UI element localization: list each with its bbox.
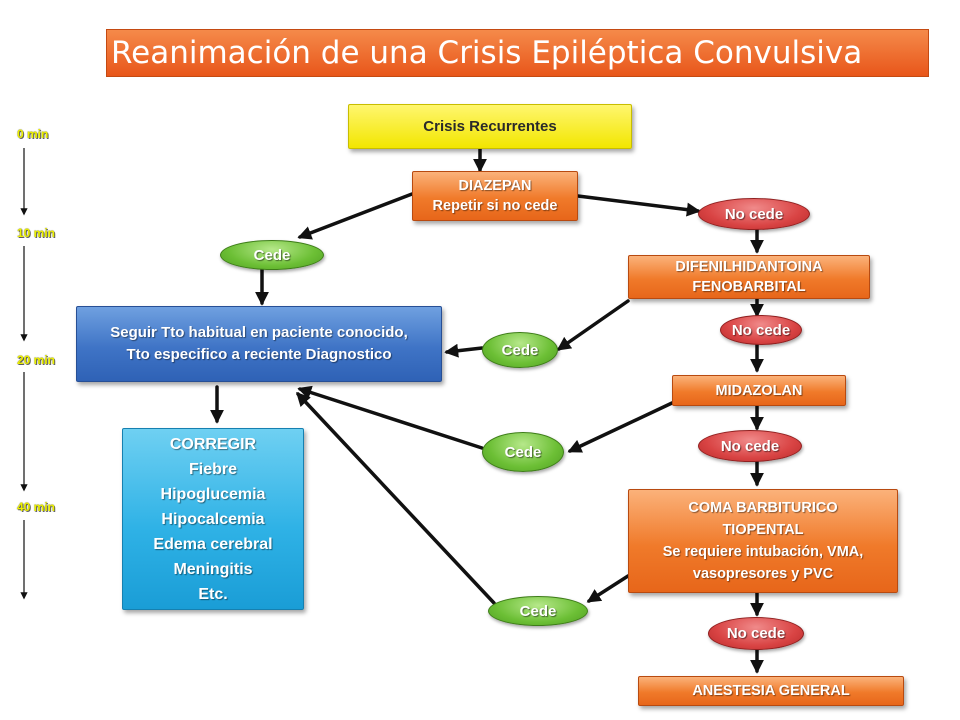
- node-anestesia-label: ANESTESIA GENERAL: [692, 683, 850, 699]
- arrow-cede-seguir-2: [444, 343, 484, 358]
- no-cede-pill-2: No cede: [720, 315, 802, 345]
- node-midazolan: MIDAZOLAN: [672, 375, 846, 406]
- node-seguir-line-2: Tto especifico a reciente Diagnostico: [126, 346, 392, 363]
- node-corregir-line-3: Hipoglucemia: [160, 485, 266, 503]
- node-anestesia-general: ANESTESIA GENERAL: [638, 676, 904, 706]
- node-difenil-line-2: FENOBARBITAL: [692, 279, 806, 295]
- cede-pill-4: Cede: [488, 596, 588, 626]
- node-coma-line-4: vasopresores y PVC: [692, 566, 834, 582]
- arrow-coma-cede: [586, 574, 630, 603]
- timeline-label-20: 20 min: [17, 353, 56, 367]
- no-cede-pill-3: No cede: [698, 430, 802, 462]
- node-diazepan: DIAZEPAN Repetir si no cede: [412, 171, 578, 221]
- arrow-cede-seguir-4: [296, 391, 496, 605]
- arrow-diazepan-cede: [297, 192, 414, 240]
- node-crisis-label: Crisis Recurrentes: [423, 118, 557, 135]
- node-corregir-line-6: Meningitis: [173, 560, 253, 578]
- node-corregir-line-2: Fiebre: [188, 460, 237, 478]
- node-coma-line-1: COMA BARBITURICO: [688, 500, 838, 516]
- no-cede-pill-4: No cede: [708, 617, 804, 650]
- node-seguir-tto: Seguir Tto habitual en paciente conocido…: [76, 306, 442, 382]
- timeline-label-10: 10 min: [17, 226, 56, 240]
- node-diazepan-line-2: Repetir si no cede: [432, 198, 558, 214]
- node-difenil-line-1: DIFENILHIDANTOINA: [675, 259, 823, 275]
- timeline-label-0: 0 min: [17, 127, 49, 141]
- arrow-midazolan-cede: [567, 401, 674, 453]
- arrow-diazepan-nocede: [576, 194, 701, 217]
- timeline-label-40: 40 min: [17, 500, 56, 514]
- node-coma-line-3: Se requiere intubación, VMA,: [662, 544, 864, 560]
- node-midazolan-label: MIDAZOLAN: [715, 382, 803, 399]
- node-corregir-line-7: Etc.: [198, 585, 228, 603]
- node-diazepan-line-1: DIAZEPAN: [458, 178, 532, 194]
- node-corregir-line-1: CORREGIR: [169, 435, 257, 453]
- node-corregir-line-5: Edema cerebral: [153, 535, 273, 553]
- arrow-difenil-cede: [556, 299, 630, 351]
- no-cede-pill-1: No cede: [698, 198, 810, 230]
- node-coma-barbiturico: COMA BARBITURICO TIOPENTAL Se requiere i…: [628, 489, 898, 593]
- cede-pill-1: Cede: [220, 240, 324, 270]
- node-corregir: CORREGIR Fiebre Hipoglucemia Hipocalcemi…: [122, 428, 304, 610]
- node-coma-line-2: TIOPENTAL: [722, 522, 804, 538]
- cede-pill-2: Cede: [482, 332, 558, 368]
- node-corregir-line-4: Hipocalcemia: [161, 510, 265, 528]
- node-difenilhidantoina: DIFENILHIDANTOINA FENOBARBITAL: [628, 255, 870, 299]
- cede-pill-3: Cede: [482, 432, 564, 472]
- node-seguir-line-1: Seguir Tto habitual en paciente conocido…: [110, 324, 408, 341]
- arrow-cede-seguir-3: [297, 385, 484, 450]
- page-title: Reanimación de una Crisis Epiléptica Con…: [106, 29, 929, 77]
- node-crisis-recurrentes: Crisis Recurrentes: [348, 104, 632, 149]
